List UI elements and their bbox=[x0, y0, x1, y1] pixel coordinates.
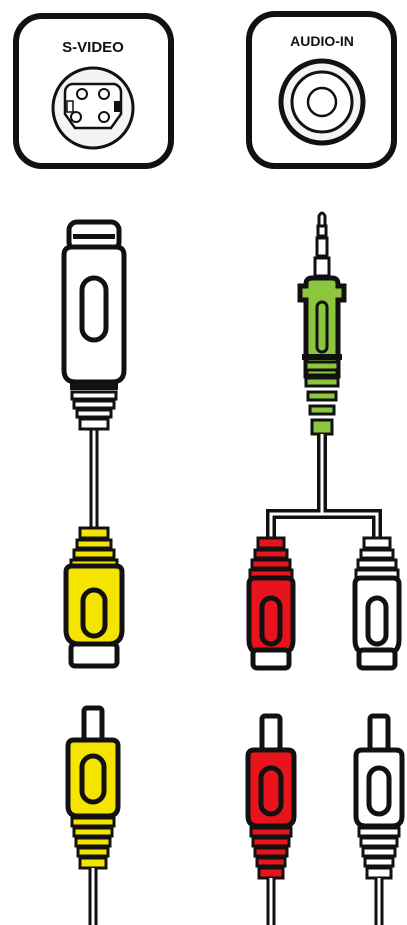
audio-in-port-panel: AUDIO-IN bbox=[246, 11, 397, 169]
rca-female-red bbox=[246, 536, 296, 671]
audio-jack-icon bbox=[278, 58, 366, 146]
stereo-to-rca-splitter bbox=[246, 211, 402, 671]
stereo-plug-green bbox=[297, 275, 347, 436]
rca-female-yellow bbox=[63, 526, 125, 669]
audio-in-port-label: AUDIO-IN bbox=[290, 33, 354, 49]
svideo-plug-white bbox=[61, 219, 127, 431]
rca-plug-yellow bbox=[65, 705, 121, 925]
rca-plug-white bbox=[353, 713, 405, 925]
svideo-to-composite-adapter bbox=[61, 219, 127, 669]
stereo-plug-tip bbox=[313, 211, 331, 278]
svideo-port-label: S-VIDEO bbox=[62, 39, 124, 56]
splitter-cable bbox=[266, 434, 382, 538]
rca-female-white bbox=[352, 536, 402, 671]
svideo-port-panel: S-VIDEO bbox=[13, 13, 174, 169]
svideo-socket-icon bbox=[51, 66, 135, 150]
rca-plug-red bbox=[245, 713, 297, 925]
